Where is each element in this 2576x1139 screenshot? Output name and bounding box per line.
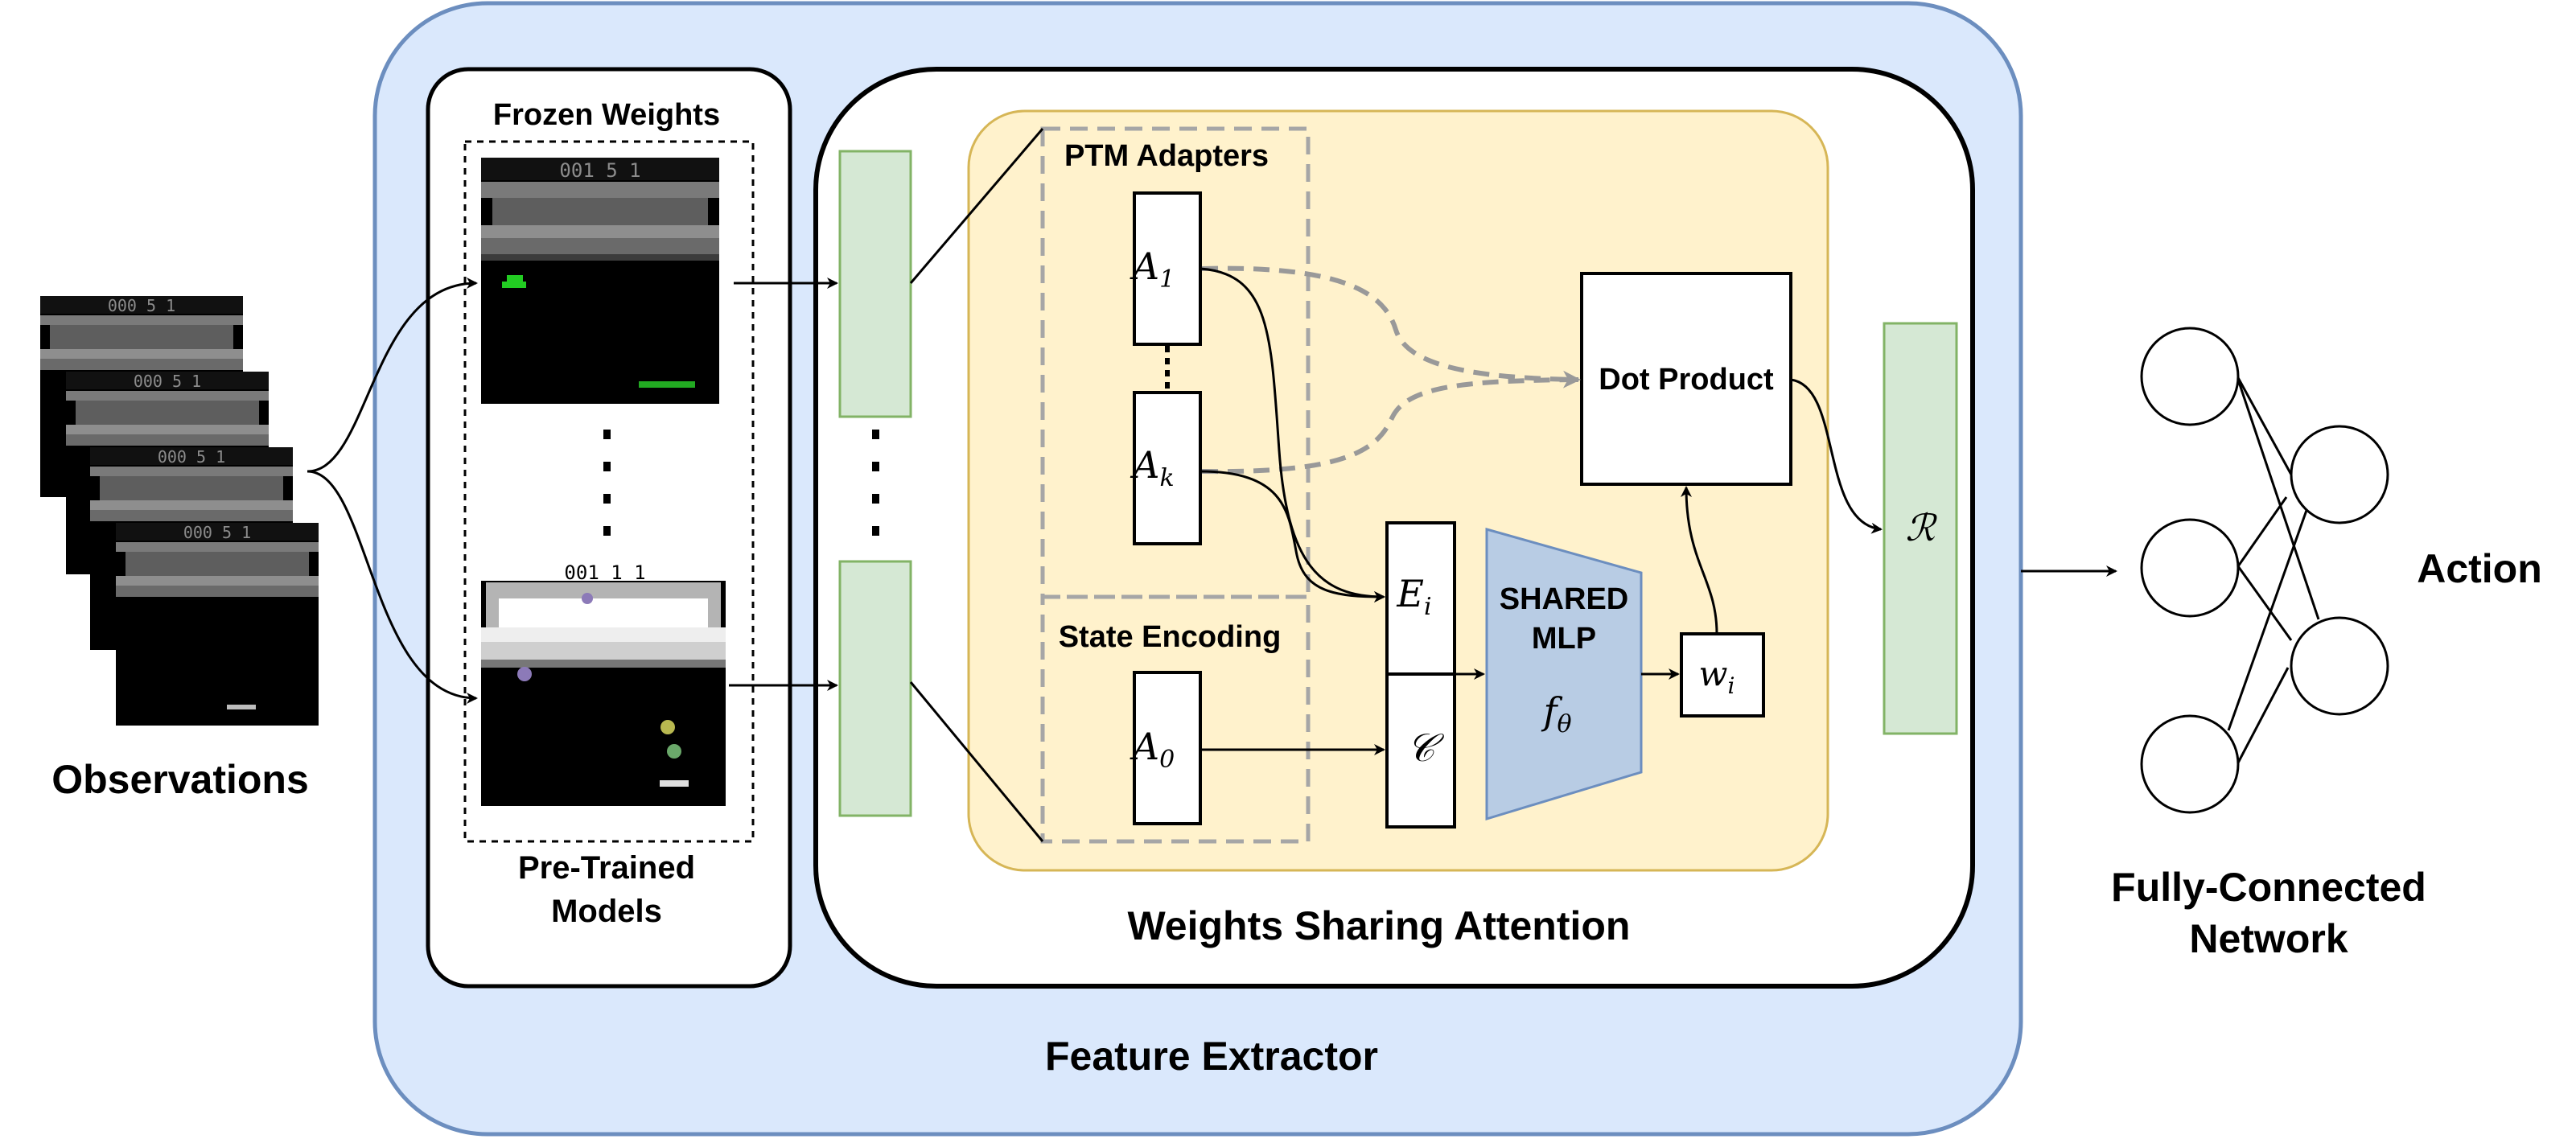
svg-text:000 5 1: 000 5 1 [108, 296, 175, 315]
pretrained-label-line2: Models [551, 894, 662, 929]
fc-node-input-3 [2140, 714, 2240, 814]
obs-to-bottom-model-arrow [307, 470, 478, 704]
ptm-adapters-label: PTM Adapters [1064, 139, 1269, 173]
svg-text:001 5 1: 001 5 1 [559, 159, 640, 182]
shared-mlp-line2: MLP [1532, 622, 1596, 656]
obs-to-top-model-arrow [307, 278, 478, 473]
dot-product-box [1580, 272, 1792, 486]
pretrained-screen-top: 001 5 1 [481, 158, 719, 404]
pretrained-label-line1: Pre-Trained [518, 850, 695, 886]
ak-to-dot-dashed-arrow [1201, 377, 1579, 475]
wi-math: wi [1699, 654, 1735, 699]
adapter-a1-box [1133, 191, 1202, 346]
a1-to-dot-dashed-arrow [1201, 265, 1581, 389]
ei-math: Ei [1396, 572, 1431, 621]
funnel-line-top [909, 128, 1044, 284]
r-math: ℛ [1906, 506, 1938, 549]
a1-to-ei-arrow [1200, 267, 1385, 602]
adapter-a0-box [1133, 671, 1202, 825]
fc-network-edges [2227, 374, 2320, 767]
ptm-adapters-group [1040, 126, 1311, 599]
action-label: Action [2417, 546, 2542, 591]
fc-node-input-2 [2140, 518, 2240, 618]
feature-bar-top [838, 150, 912, 418]
a1-math: A1 [1130, 245, 1175, 294]
feature-extractor-label: Feature Extractor [1045, 1034, 1378, 1079]
pretrained-screen-bottom: 001 1 1 [481, 561, 726, 806]
observation-frame-4: 000 5 1 [116, 523, 319, 726]
ak-to-ei-arrow [1200, 470, 1385, 602]
svg-text:001 1 1: 001 1 1 [564, 561, 645, 584]
funnel-line-bottom [909, 681, 1044, 842]
svg-text:000 5 1: 000 5 1 [158, 447, 225, 467]
fc-node-output-2 [2290, 616, 2389, 716]
representation-bar [1883, 322, 1958, 735]
a0-math: A0 [1130, 725, 1175, 774]
svg-text:000 5 1: 000 5 1 [134, 372, 201, 391]
shared-mlp-line1: SHARED [1500, 582, 1628, 616]
fc-node-output-1 [2290, 425, 2389, 524]
ak-math: Ak [1130, 443, 1174, 492]
wi-to-dot-arrow [1681, 486, 1718, 635]
feature-bar-ellipsis [872, 430, 879, 536]
dot-to-r-arrow [1790, 378, 1883, 534]
weights-sharing-attention-label: Weights Sharing Attention [1128, 903, 1631, 948]
fc-network-label-line1: Fully-Connected [2111, 865, 2426, 910]
shared-mlp-shape [1485, 528, 1643, 821]
observations-label: Observations [51, 757, 309, 802]
state-encoding-group [1040, 594, 1311, 844]
fc-network-label-line2: Network [2189, 916, 2348, 961]
adapter-ak-box [1133, 391, 1202, 545]
frozen-weights-label: Frozen Weights [493, 98, 720, 132]
svg-text:000 5 1: 000 5 1 [183, 523, 251, 542]
c-box [1385, 672, 1456, 829]
dot-product-label: Dot Product [1599, 363, 1774, 397]
fc-node-input-1 [2140, 327, 2240, 426]
pretrained-ellipsis [603, 430, 611, 536]
state-encoding-label: State Encoding [1059, 620, 1282, 654]
feature-bar-bottom [838, 560, 912, 817]
wi-box [1680, 632, 1765, 718]
